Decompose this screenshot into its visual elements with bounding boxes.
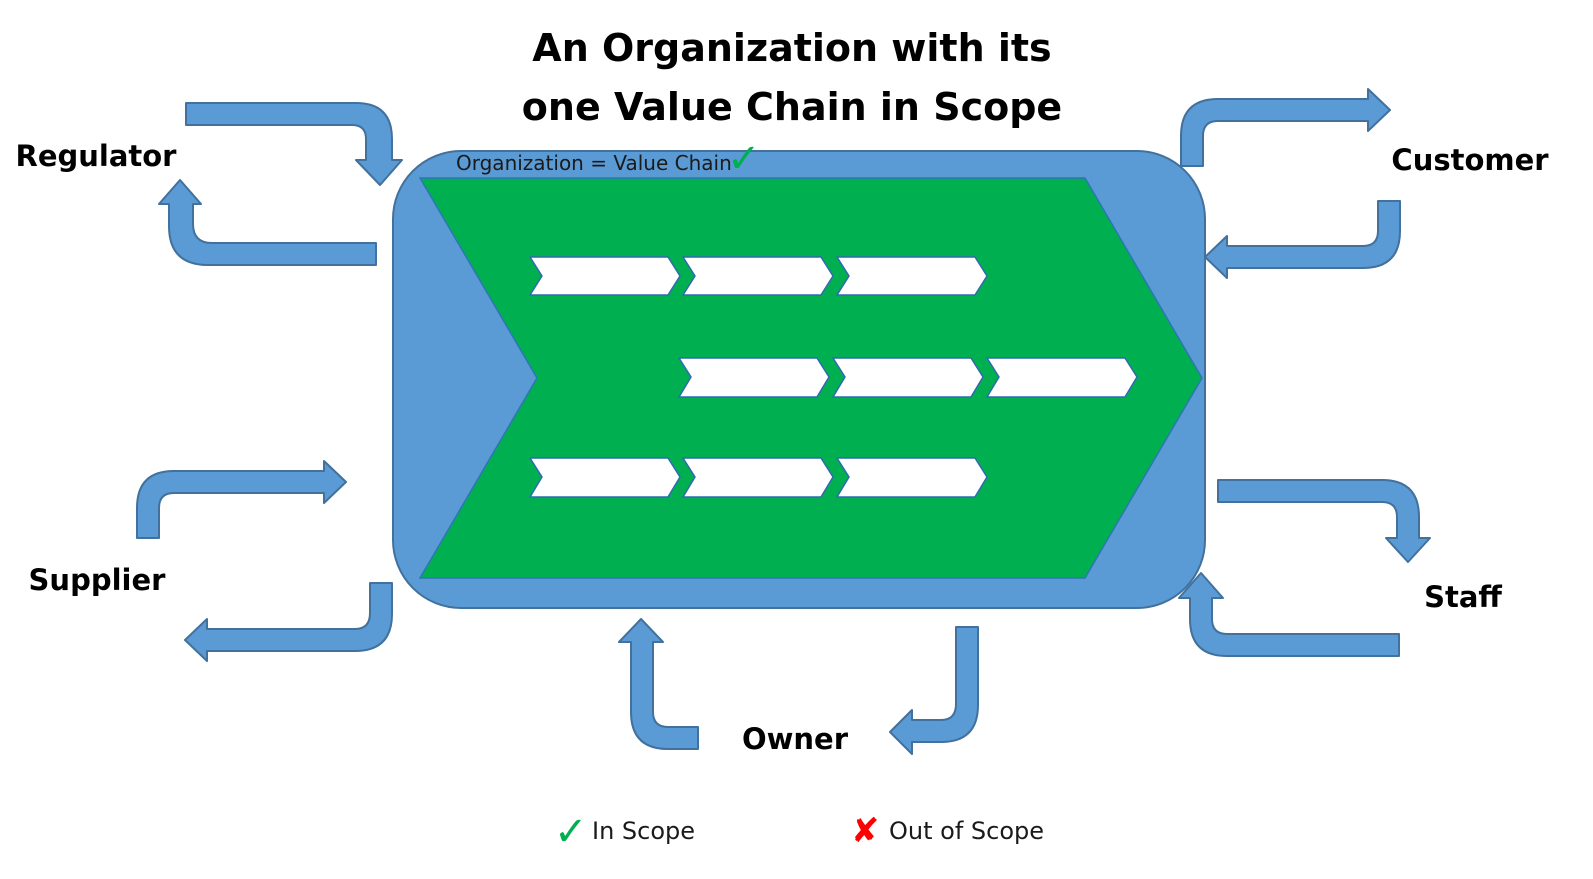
process-step <box>836 256 988 296</box>
process-step <box>832 357 984 398</box>
process-step <box>529 457 681 498</box>
customer-outflow-arrow <box>1180 88 1391 167</box>
supplier-inflow-arrow <box>136 460 347 539</box>
owner-inflow-arrow <box>618 618 699 750</box>
stakeholder-staff: Staff <box>1424 580 1502 614</box>
in-scope-check-icon: ✓ <box>554 809 588 855</box>
legend-in-scope-label: In Scope <box>592 817 695 845</box>
process-step <box>986 357 1138 398</box>
owner-outflow-arrow <box>889 626 979 755</box>
stakeholder-regulator: Regulator <box>15 139 177 173</box>
stakeholder-owner: Owner <box>742 722 849 756</box>
supplier-outflow-arrow <box>184 582 393 662</box>
process-row-1 <box>529 256 988 296</box>
process-step <box>529 256 681 296</box>
title-line-1: An Organization with its <box>532 26 1051 70</box>
process-step <box>678 357 830 398</box>
process-row-2 <box>678 357 1138 398</box>
legend: ✓ In Scope ✘ Out of Scope <box>554 809 1044 855</box>
process-step <box>682 256 834 296</box>
staff-outflow-arrow <box>1217 479 1431 563</box>
process-step <box>682 457 834 498</box>
process-row-3 <box>529 457 988 498</box>
organization-label: Organization = Value Chain <box>456 151 732 175</box>
out-of-scope-cross-icon: ✘ <box>851 811 880 851</box>
legend-out-of-scope-label: Out of Scope <box>889 817 1044 845</box>
stakeholder-customer: Customer <box>1391 143 1549 177</box>
regulator-inflow-arrow <box>185 102 403 186</box>
stakeholder-supplier: Supplier <box>29 563 167 597</box>
organization-check-icon: ✓ <box>727 136 761 182</box>
customer-inflow-arrow <box>1204 200 1401 279</box>
regulator-outflow-arrow <box>158 179 377 266</box>
staff-inflow-arrow <box>1178 572 1400 657</box>
process-step <box>836 457 988 498</box>
title-line-2: one Value Chain in Scope <box>522 85 1062 129</box>
